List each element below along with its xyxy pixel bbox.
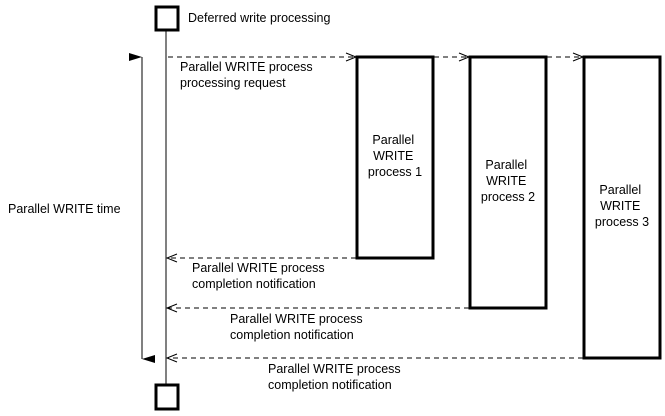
- process-2-line2: WRITE: [486, 174, 526, 188]
- start-label: Deferred write processing: [188, 11, 330, 25]
- process-label-2: Parallel WRITE process 2: [481, 158, 535, 204]
- notification-1-line1: Parallel WRITE process: [192, 261, 325, 275]
- process-1-line1: Parallel: [372, 133, 414, 147]
- process-1-line3: process 1: [368, 165, 422, 179]
- process-2-line3: process 2: [481, 190, 535, 204]
- end-box: [154, 383, 180, 411]
- process-box-1: [355, 55, 435, 260]
- notification-2-line1: Parallel WRITE process: [230, 312, 363, 326]
- process-3-line2: WRITE: [600, 199, 640, 213]
- notification-3-line2: completion notification: [268, 378, 392, 392]
- notification-label-1: Parallel WRITE process completion notifi…: [192, 261, 328, 291]
- process-label-3: Parallel WRITE process 3: [595, 183, 649, 229]
- notification-1-line2: completion notification: [192, 277, 316, 291]
- process-3-line1: Parallel: [599, 183, 641, 197]
- process-1-line2: WRITE: [373, 149, 413, 163]
- start-box: [154, 5, 180, 32]
- notification-2-line2: completion notification: [230, 328, 354, 342]
- request-label-line2: processing request: [180, 76, 286, 90]
- notification-label-3: Parallel WRITE process completion notifi…: [268, 362, 404, 392]
- process-label-1: Parallel WRITE process 1: [368, 133, 422, 179]
- time-label: Parallel WRITE time: [8, 202, 121, 216]
- process-3-line3: process 3: [595, 215, 649, 229]
- notification-label-2: Parallel WRITE process completion notifi…: [230, 312, 366, 342]
- process-2-line1: Parallel: [485, 158, 527, 172]
- notification-3-line1: Parallel WRITE process: [268, 362, 401, 376]
- request-label-line1: Parallel WRITE process: [180, 60, 313, 74]
- request-label: Parallel WRITE process processing reques…: [180, 60, 316, 90]
- process-box-3: [582, 55, 662, 360]
- process-box-2: [468, 55, 548, 310]
